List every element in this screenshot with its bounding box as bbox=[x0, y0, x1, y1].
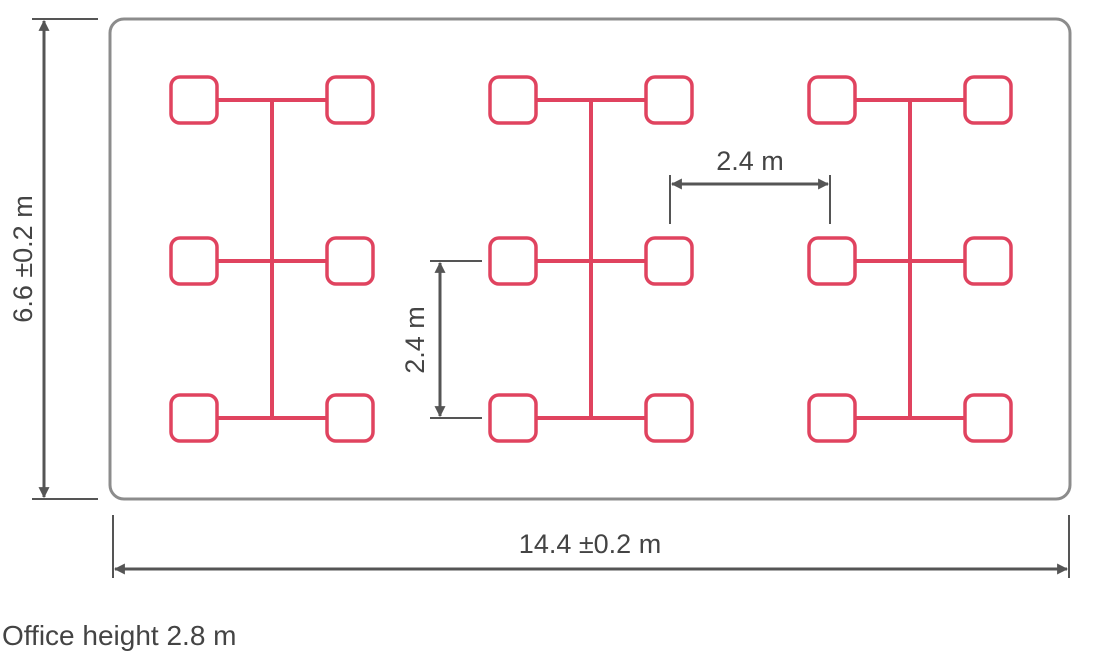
desk bbox=[325, 393, 375, 443]
desk bbox=[488, 75, 538, 125]
desk bbox=[325, 236, 375, 286]
desk bbox=[807, 236, 857, 286]
desk-cluster bbox=[488, 75, 694, 443]
office-height-note: Office height 2.8 m bbox=[2, 620, 237, 651]
desk-spacing-vertical-label: 2.4 m bbox=[400, 306, 430, 374]
room-width-dimension: 14.4 ±0.2 m bbox=[112, 515, 1070, 578]
room-outline bbox=[108, 17, 1072, 501]
desk bbox=[644, 75, 694, 125]
desk bbox=[644, 236, 694, 286]
desk-cluster bbox=[807, 75, 1013, 443]
room-width-label: 14.4 ±0.2 m bbox=[519, 529, 661, 559]
desk bbox=[488, 393, 538, 443]
desk bbox=[169, 236, 219, 286]
desk bbox=[488, 236, 538, 286]
desk bbox=[325, 75, 375, 125]
desk bbox=[644, 393, 694, 443]
desk bbox=[963, 393, 1013, 443]
desk-cluster bbox=[169, 75, 375, 443]
desk bbox=[807, 393, 857, 443]
desk-spacing-vertical-dimension: 2.4 m bbox=[400, 260, 482, 419]
room-height-dimension: 6.6 ±0.2 m bbox=[8, 18, 98, 500]
desk bbox=[963, 236, 1013, 286]
desk-spacing-horizontal-dimension: 2.4 m bbox=[669, 146, 831, 224]
desk bbox=[169, 393, 219, 443]
desk-spacing-horizontal-label: 2.4 m bbox=[716, 146, 784, 176]
room-height-label: 6.6 ±0.2 m bbox=[8, 195, 38, 322]
desk bbox=[807, 75, 857, 125]
desk bbox=[963, 75, 1013, 125]
desk-clusters bbox=[169, 75, 1013, 443]
desk bbox=[169, 75, 219, 125]
